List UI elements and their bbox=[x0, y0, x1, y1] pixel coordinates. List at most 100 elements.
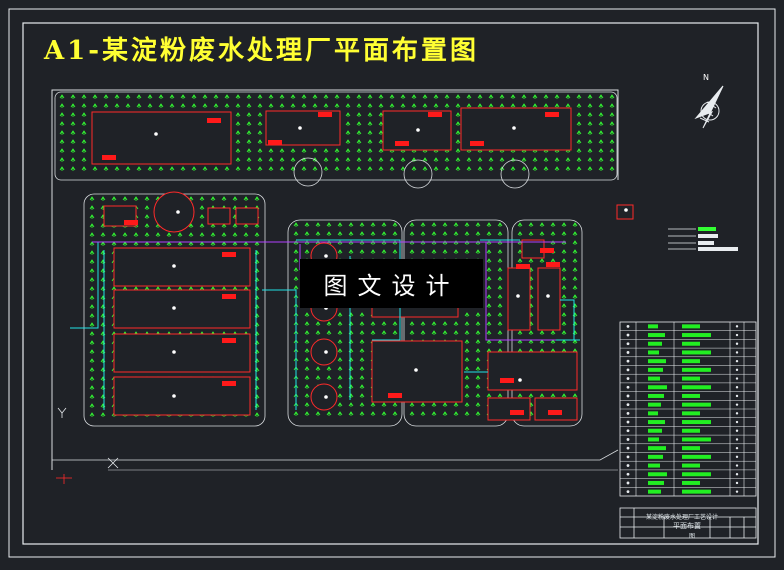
tree-mark bbox=[453, 249, 459, 254]
tree-mark bbox=[191, 103, 197, 108]
tree-mark bbox=[367, 157, 373, 162]
tree-mark bbox=[81, 139, 87, 144]
table-cell bbox=[682, 454, 711, 459]
tree-mark bbox=[180, 166, 186, 171]
tree-mark bbox=[337, 384, 343, 389]
tree-mark bbox=[576, 121, 582, 126]
tree-mark bbox=[257, 112, 263, 117]
tree-mark bbox=[144, 223, 150, 228]
tree-mark bbox=[188, 232, 194, 237]
tree-mark bbox=[550, 393, 556, 398]
tree-mark bbox=[359, 339, 365, 344]
tree-mark bbox=[100, 412, 106, 417]
tree-mark bbox=[59, 157, 65, 162]
tree-mark bbox=[81, 148, 87, 153]
tree-mark bbox=[550, 339, 556, 344]
tree-mark bbox=[213, 166, 219, 171]
tree-mark bbox=[235, 112, 241, 117]
tree-mark bbox=[532, 166, 538, 171]
tree-mark bbox=[572, 240, 578, 245]
tree-mark bbox=[224, 166, 230, 171]
tree-mark bbox=[378, 130, 384, 135]
tree-mark bbox=[528, 222, 534, 227]
tree-mark bbox=[199, 205, 205, 210]
tree-mark bbox=[100, 232, 106, 237]
tree-mark bbox=[464, 348, 470, 353]
tree-mark bbox=[561, 294, 567, 299]
tree-mark bbox=[89, 295, 95, 300]
tree-mark bbox=[232, 241, 238, 246]
tree-mark bbox=[293, 231, 299, 236]
table-cell bbox=[682, 446, 700, 451]
tree-mark bbox=[114, 166, 120, 171]
screen-well bbox=[207, 207, 231, 225]
tree-mark bbox=[348, 402, 354, 407]
tree-mark bbox=[304, 384, 310, 389]
tree-mark bbox=[89, 358, 95, 363]
tree-mark bbox=[609, 121, 615, 126]
tree-mark bbox=[235, 139, 241, 144]
tree-mark bbox=[431, 411, 437, 416]
tree-mark bbox=[356, 103, 362, 108]
tree-mark bbox=[510, 94, 516, 99]
tree-mark bbox=[475, 321, 481, 326]
tree-mark bbox=[486, 276, 492, 281]
tree-mark bbox=[133, 241, 139, 246]
tree-mark bbox=[367, 130, 373, 135]
tree-mark bbox=[497, 222, 503, 227]
tree-mark bbox=[466, 94, 472, 99]
label-tag bbox=[428, 112, 442, 117]
north-greenbelt bbox=[54, 91, 618, 181]
tree-mark bbox=[103, 94, 109, 99]
tree-mark bbox=[144, 214, 150, 219]
tree-mark bbox=[177, 241, 183, 246]
table-cell bbox=[682, 420, 711, 425]
tree-mark bbox=[144, 241, 150, 246]
tree-mark bbox=[565, 94, 571, 99]
tree-mark bbox=[202, 94, 208, 99]
tree-mark bbox=[409, 249, 415, 254]
tree-mark bbox=[279, 148, 285, 153]
tree-mark bbox=[348, 231, 354, 236]
tree-mark bbox=[268, 94, 274, 99]
tree-mark bbox=[442, 402, 448, 407]
tree-mark bbox=[598, 139, 604, 144]
tree-mark bbox=[70, 148, 76, 153]
clarifier-3 bbox=[310, 338, 338, 366]
tree-mark bbox=[528, 258, 534, 263]
tree-mark bbox=[464, 231, 470, 236]
tree-mark bbox=[422, 94, 428, 99]
tree-mark bbox=[464, 375, 470, 380]
tree-mark bbox=[598, 130, 604, 135]
table-cell bbox=[648, 350, 659, 355]
tree-mark bbox=[561, 249, 567, 254]
tree-mark bbox=[199, 232, 205, 237]
table-cell bbox=[682, 376, 700, 381]
tree-mark bbox=[455, 139, 461, 144]
tree-mark bbox=[370, 330, 376, 335]
tree-mark bbox=[370, 321, 376, 326]
tree-mark bbox=[359, 375, 365, 380]
tree-mark bbox=[572, 258, 578, 263]
tree-mark bbox=[598, 157, 604, 162]
tree-mark bbox=[392, 330, 398, 335]
tree-mark bbox=[103, 166, 109, 171]
north-label: N bbox=[703, 73, 709, 82]
tree-mark bbox=[144, 196, 150, 201]
tree-mark bbox=[409, 411, 415, 416]
tree-mark bbox=[81, 94, 87, 99]
label-tag bbox=[207, 118, 221, 123]
tree-mark bbox=[587, 148, 593, 153]
marker-dot bbox=[324, 395, 328, 399]
tree-mark bbox=[224, 94, 230, 99]
tree-mark bbox=[609, 103, 615, 108]
tree-mark bbox=[486, 330, 492, 335]
tree-mark bbox=[337, 321, 343, 326]
sludge-tank-2 bbox=[537, 267, 561, 331]
tree-mark bbox=[243, 223, 249, 228]
tree-mark bbox=[257, 103, 263, 108]
tree-mark bbox=[486, 321, 492, 326]
tree-mark bbox=[323, 157, 329, 162]
tree-mark bbox=[70, 139, 76, 144]
